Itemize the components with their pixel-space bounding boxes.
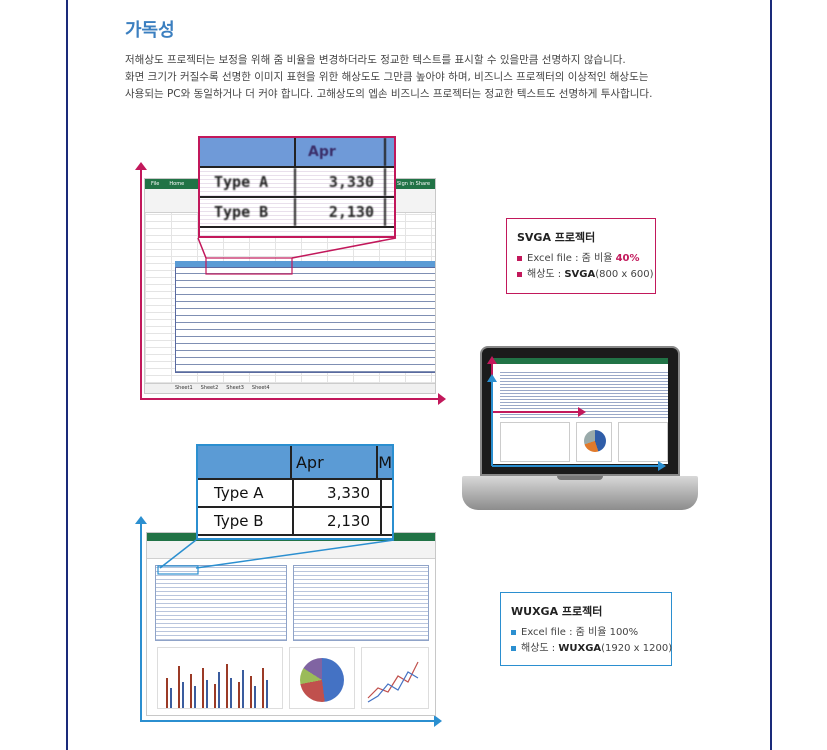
zoom-row: Type A 3,330 [198, 480, 392, 508]
zoom-header-row: Apr M [198, 446, 392, 480]
zoom-header-cell: Apr [296, 138, 386, 166]
sheet-tab: Sheet1 [175, 385, 193, 391]
arrow-right-icon [434, 715, 442, 727]
paragraph-line: 저해상도 프로젝터는 보정을 위해 줌 비율을 변경하더라도 정교한 텍스트를 … [125, 54, 626, 66]
excel-data-block [175, 267, 435, 373]
right-border [770, 0, 772, 750]
excel-sheet-tabs: Sheet1 Sheet2 Sheet3 Sheet4 [145, 383, 435, 393]
svga-zoom-callout: Apr Type A 3,330 Type B 2,130 [198, 136, 396, 238]
paragraph-line: 사용되는 PC와 동일하거나 더 커야 합니다. 고해상도의 엡손 비즈니스 프… [125, 88, 653, 100]
intro-paragraph: 저해상도 프로젝터는 보정을 위해 줌 비율을 변경하더라도 정교한 텍스트를 … [125, 52, 685, 103]
excel-header-row [175, 261, 435, 267]
svga-frame [140, 398, 440, 400]
wuxga-info-excel: Excel file : 줌 비율 100% [511, 625, 661, 641]
svga-info-excel: Excel file : 줌 비율 40% [517, 251, 645, 267]
svga-info-box: SVGA 프로젝터 Excel file : 줌 비율 40% 해상도 : SV… [506, 218, 656, 294]
svga-frame [140, 168, 142, 400]
zoom-row-label: Type A [200, 168, 296, 196]
wuxga-info-title: WUXGA 프로젝터 [511, 605, 603, 618]
zoom-row-label: Type B [200, 198, 296, 226]
zoom-row: Type B 2,130 [198, 508, 392, 536]
excel-home-tab: Home [169, 181, 185, 187]
line-chart-thumbnail [361, 647, 429, 709]
sheet-tab: Sheet2 [200, 385, 219, 391]
laptop-base [462, 476, 698, 510]
sheet-tab: Sheet3 [226, 385, 244, 391]
zoom-row: Type A 3,330 [200, 168, 394, 198]
sheet-tab: Sheet4 [251, 385, 270, 391]
excel-data-block [293, 565, 429, 641]
zoom-header-cell: Apr [292, 446, 379, 478]
bar-chart-thumbnail [157, 647, 283, 709]
zoom-row-value: 3,330 [294, 480, 382, 506]
zoom-row-value: 2,130 [294, 508, 382, 534]
zoom-header-next: M [378, 452, 392, 472]
arrow-up-icon [135, 516, 147, 524]
wuxga-info-resolution: 해상도 : WUXGA(1920 x 1200) [511, 641, 672, 657]
svga-info-title: SVGA 프로젝터 [517, 231, 596, 244]
section-title: 가독성 [125, 20, 175, 41]
zoom-row: Type B 2,130 [200, 198, 394, 228]
zoom-row-value: 2,130 [296, 198, 386, 226]
wuxga-frame [140, 720, 436, 722]
wuxga-info-box: WUXGA 프로젝터 Excel file : 줌 비율 100% 해상도 : … [500, 592, 672, 666]
zoom-row-label: Type A [198, 480, 294, 506]
zoom-row-label: Type B [198, 508, 294, 534]
excel-file-tab: File [151, 181, 160, 187]
svga-excel-screenshot: File Home Sheet1 Sheet2 Sheet3 Sheet4 Sig… [144, 178, 436, 394]
zoom-row-value: 3,330 [296, 168, 386, 196]
svga-info-resolution: 해상도 : SVGA(800 x 600) [517, 267, 653, 283]
wuxga-frame [140, 522, 142, 722]
excel-signin: Sign in Share [397, 181, 431, 187]
pie-chart-thumbnail [289, 647, 355, 709]
excel-data-block [155, 565, 287, 641]
wuxga-excel-screenshot [146, 532, 436, 716]
left-border [66, 0, 68, 750]
zoom-header-row: Apr [200, 138, 394, 168]
arrow-up-icon [135, 162, 147, 170]
paragraph-line: 화면 크기가 커질수록 선명한 이미지 표현을 위한 해상도도 그만큼 높아야 … [125, 71, 649, 83]
arrow-right-icon [438, 393, 446, 405]
wuxga-zoom-callout: Apr M Type A 3,330 Type B 2,130 [196, 444, 394, 540]
